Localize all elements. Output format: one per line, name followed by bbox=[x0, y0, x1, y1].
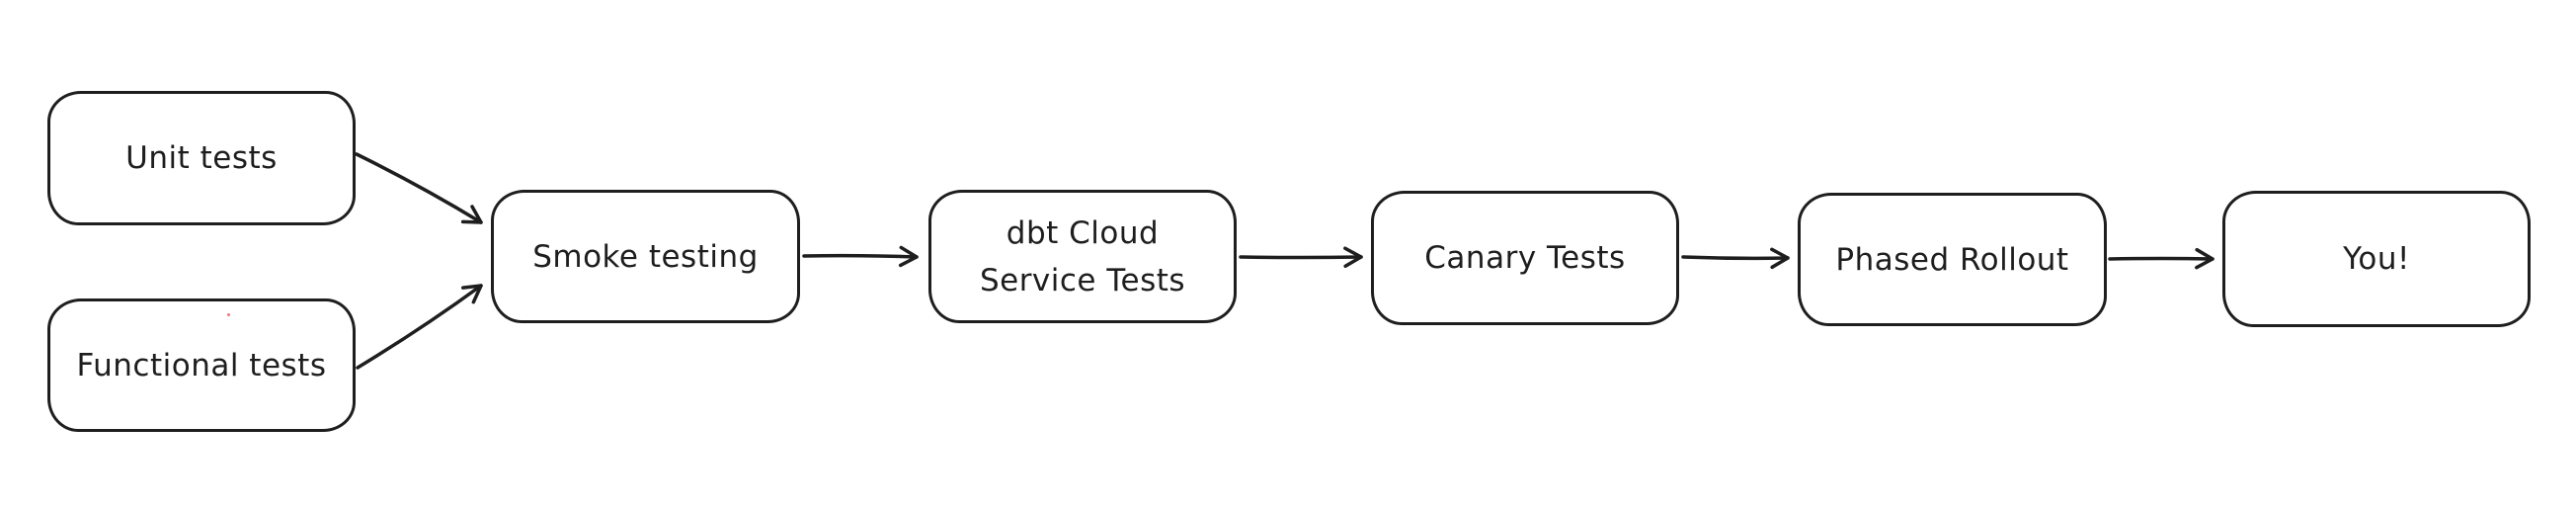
node-dbt-cloud-label-line1: dbt Cloud bbox=[1006, 214, 1160, 251]
node-canary-tests-label: Canary Tests bbox=[1424, 240, 1626, 276]
arrow-functional-tests-to-smoke-testing[interactable] bbox=[356, 284, 483, 370]
node-dbt-cloud-label-line2: Service Tests bbox=[979, 262, 1186, 298]
arrow-smoke-testing-to-dbt-cloud[interactable] bbox=[802, 245, 919, 268]
node-canary-tests[interactable]: Canary Tests bbox=[1371, 191, 1679, 325]
node-you[interactable]: You! bbox=[2222, 191, 2531, 327]
node-functional-tests[interactable]: Functional tests bbox=[47, 298, 356, 432]
node-phased-rollout[interactable]: Phased Rollout bbox=[1798, 193, 2107, 326]
stray-red-dot bbox=[227, 313, 230, 316]
node-you-label: You! bbox=[2343, 241, 2410, 277]
node-smoke-testing[interactable]: Smoke testing bbox=[491, 190, 800, 323]
node-smoke-testing-label: Smoke testing bbox=[532, 238, 759, 275]
node-unit-tests[interactable]: Unit tests bbox=[47, 91, 356, 225]
arrow-unit-tests-to-smoke-testing[interactable] bbox=[355, 152, 483, 224]
arrow-dbt-cloud-to-canary-tests[interactable] bbox=[1239, 246, 1363, 269]
node-phased-rollout-label: Phased Rollout bbox=[1835, 241, 2069, 278]
arrow-phased-rollout-to-you[interactable] bbox=[2108, 247, 2214, 270]
node-functional-tests-label: Functional tests bbox=[76, 347, 327, 383]
node-dbt-cloud-service-tests[interactable]: dbt Cloud Service Tests bbox=[928, 190, 1237, 323]
node-unit-tests-label: Unit tests bbox=[125, 140, 278, 176]
arrow-canary-tests-to-phased-rollout[interactable] bbox=[1681, 247, 1790, 270]
